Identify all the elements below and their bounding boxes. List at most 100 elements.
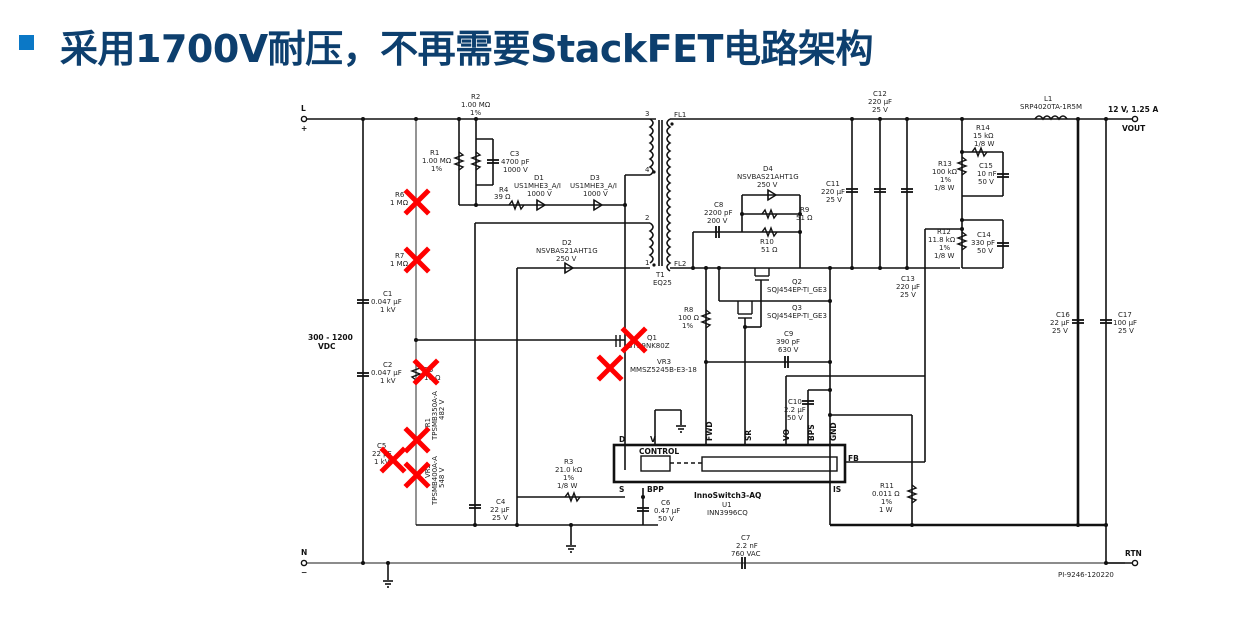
svg-text:22 pF: 22 pF	[372, 450, 392, 458]
svg-text:11.8 kΩ: 11.8 kΩ	[928, 236, 956, 244]
ground-icon	[566, 545, 576, 553]
svg-text:50 V: 50 V	[787, 414, 803, 422]
svg-text:STB9NK80Z: STB9NK80Z	[628, 342, 670, 350]
svg-text:R11: R11	[880, 482, 894, 490]
svg-text:1: 1	[645, 259, 649, 267]
svg-text:Q3: Q3	[792, 304, 802, 312]
svg-text:D1: D1	[534, 174, 544, 182]
svg-text:1/8 W: 1/8 W	[974, 140, 994, 148]
svg-text:25 V: 25 V	[492, 514, 508, 522]
terminal-n: N −	[300, 548, 308, 577]
svg-text:21.0 kΩ: 21.0 kΩ	[555, 466, 583, 474]
svg-text:1000 V: 1000 V	[503, 166, 528, 174]
svg-text:50 V: 50 V	[977, 247, 993, 255]
inductor-l1: L1 SRP4020TA-1R5M	[1020, 95, 1082, 121]
svg-text:10 nF: 10 nF	[977, 170, 997, 178]
svg-text:−: −	[301, 568, 307, 577]
drawing-id: PI-9246-120220	[1058, 571, 1114, 579]
svg-text:25 V: 25 V	[826, 196, 842, 204]
svg-text:1%: 1%	[563, 474, 574, 482]
svg-text:220 µF: 220 µF	[868, 98, 892, 106]
svg-text:0.047 µF: 0.047 µF	[371, 298, 402, 306]
svg-text:GND: GND	[829, 422, 838, 441]
removed-mark-r5-icon	[412, 358, 440, 386]
svg-text:C16: C16	[1056, 311, 1070, 319]
svg-text:SQJ454EP-TI_GE3: SQJ454EP-TI_GE3	[767, 312, 827, 320]
svg-text:0.011 Ω: 0.011 Ω	[872, 490, 900, 498]
svg-text:548 V: 548 V	[438, 467, 446, 488]
svg-text:1/8 W: 1/8 W	[557, 482, 577, 490]
svg-text:1000 V: 1000 V	[583, 190, 608, 198]
svg-text:3: 3	[645, 110, 649, 118]
svg-text:2: 2	[645, 214, 649, 222]
removed-mark-vr2-icon	[403, 461, 431, 489]
svg-text:C15: C15	[979, 162, 993, 170]
svg-text:SQJ454EP-TI_GE3: SQJ454EP-TI_GE3	[767, 286, 827, 294]
svg-text:SR: SR	[744, 430, 753, 441]
svg-text:50 V: 50 V	[658, 515, 674, 523]
svg-text:100 kΩ: 100 kΩ	[932, 168, 958, 176]
svg-text:US1MHE3_A/I: US1MHE3_A/I	[514, 182, 561, 190]
svg-text:4700 pF: 4700 pF	[501, 158, 530, 166]
svg-text:R10: R10	[760, 238, 774, 246]
svg-text:+: +	[301, 124, 307, 133]
removed-mark-q1-icon	[620, 326, 648, 354]
svg-text:2.2 µF: 2.2 µF	[784, 406, 806, 414]
svg-text:R8: R8	[684, 306, 693, 314]
svg-text:2.2 nF: 2.2 nF	[736, 542, 758, 550]
svg-text:EQ25: EQ25	[653, 279, 672, 287]
svg-text:C12: C12	[873, 90, 887, 98]
svg-text:C3: C3	[510, 150, 519, 158]
ground-icon	[383, 580, 393, 588]
input-range-label: 300 - 1200	[308, 333, 353, 342]
svg-text:RTN: RTN	[1125, 549, 1142, 558]
svg-text:C10: C10	[788, 398, 802, 406]
svg-text:R12: R12	[937, 228, 951, 236]
svg-text:0.47 µF: 0.47 µF	[654, 507, 680, 515]
svg-text:VR2: VR2	[424, 464, 432, 478]
svg-text:1/8 W: 1/8 W	[934, 184, 954, 192]
svg-text:D: D	[619, 435, 625, 444]
svg-text:760 VAC: 760 VAC	[731, 550, 761, 558]
removed-mark-c5-icon	[379, 446, 407, 474]
svg-text:VO: VO	[782, 429, 791, 441]
svg-text:1%: 1%	[940, 176, 951, 184]
svg-text:U1: U1	[722, 501, 732, 509]
svg-text:100 µF: 100 µF	[1113, 319, 1137, 327]
svg-text:BPP: BPP	[647, 485, 664, 494]
svg-text:200 V: 200 V	[707, 217, 728, 225]
svg-text:SRP4020TA-1R5M: SRP4020TA-1R5M	[1020, 103, 1082, 111]
svg-text:R4: R4	[499, 186, 509, 194]
terminal-rtn: RTN	[1106, 549, 1142, 567]
svg-text:0.047 µF: 0.047 µF	[371, 369, 402, 377]
svg-text:VR1: VR1	[424, 418, 432, 432]
diode-symbols	[536, 188, 778, 275]
svg-text:FWD: FWD	[705, 421, 714, 441]
svg-text:R14: R14	[976, 124, 990, 132]
svg-text:1%: 1%	[939, 244, 950, 252]
svg-text:FL1: FL1	[674, 111, 686, 119]
svg-text:D4: D4	[763, 165, 773, 173]
svg-text:1000 V: 1000 V	[527, 190, 552, 198]
svg-text:1%: 1%	[470, 109, 481, 117]
svg-text:12 V, 1.25 A: 12 V, 1.25 A	[1108, 105, 1158, 114]
svg-text:TPSMB400A-A: TPSMB400A-A	[431, 456, 439, 506]
svg-text:S: S	[619, 485, 624, 494]
svg-text:D3: D3	[590, 174, 600, 182]
transformer-t1: 3 4 2 1 FL1 FL2 T1 EQ25	[645, 110, 686, 287]
svg-text:250 V: 250 V	[757, 181, 778, 189]
svg-text:MMSZ5245B-E3-18: MMSZ5245B-E3-18	[630, 366, 697, 374]
svg-text:50 V: 50 V	[978, 178, 994, 186]
svg-text:D2: D2	[562, 239, 572, 247]
svg-text:1 MΩ: 1 MΩ	[390, 260, 409, 268]
svg-text:R1: R1	[430, 149, 439, 157]
svg-text:R6: R6	[395, 191, 405, 199]
svg-text:250 V: 250 V	[556, 255, 577, 263]
svg-text:2200 pF: 2200 pF	[704, 209, 733, 217]
svg-text:C4: C4	[496, 498, 506, 506]
capacitor-symbols	[357, 159, 1112, 569]
svg-text:INN3996CQ: INN3996CQ	[707, 509, 748, 517]
terminal-l: L +	[300, 104, 308, 133]
svg-text:51 Ω: 51 Ω	[796, 214, 813, 222]
